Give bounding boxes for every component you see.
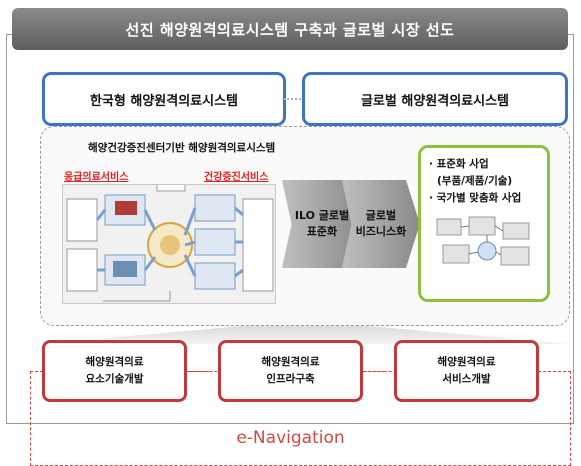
global-system-box: 글로벌 해양원격의료시스템 [302, 72, 568, 126]
network-map-graphic [436, 216, 530, 266]
top-connector [284, 98, 304, 100]
system-diagram-image [62, 176, 276, 304]
bottom-link-1 [187, 371, 209, 372]
element-technology-box: 해양원격의료 요소기술개발 [42, 340, 187, 402]
e-navigation-label: e-Navigation [236, 428, 345, 448]
global-system-label: 글로벌 해양원격의료시스템 [360, 93, 510, 109]
korean-system-label: 한국형 해양원격의료시스템 [89, 93, 239, 109]
system-diagram-graphic [66, 176, 274, 302]
center-heading: 해양건강증진센터기반 해양원격의료시스템 [88, 142, 276, 154]
element-technology-line1: 해양원격의료 [85, 356, 144, 368]
service-development-line1: 해양원격의료 [437, 356, 496, 368]
customization-item: · 국가별 맞춤화 사업 [429, 192, 522, 204]
business-outcome-box: · 표준화 사업 (부품/제품/기술) · 국가별 맞춤화 사업 [418, 145, 550, 302]
arrow2-line2: 비즈니스화 [355, 225, 407, 238]
element-technology-line2: 요소기술개발 [85, 373, 144, 385]
infrastructure-line1: 해양원격의료 [261, 356, 320, 368]
korean-system-box: 한국형 해양원격의료시스템 [42, 72, 286, 126]
service-development-box: 해양원격의료 서비스개발 [394, 340, 539, 402]
title-banner: 선진 해양원격의료시스템 구축과 글로벌 시장 선도 [12, 8, 568, 50]
global-business-arrow: 글로벌 비즈니스화 [342, 180, 420, 268]
standardization-item: · 표준화 사업 [429, 158, 489, 170]
standardization-detail: (부품/제품/기술) [437, 175, 513, 187]
title-text: 선진 해양원격의료시스템 구축과 글로벌 시장 선도 [125, 20, 455, 39]
arrow1-line2: 표준화 [306, 225, 338, 238]
infrastructure-box: 해양원격의료 인프라구축 [218, 340, 363, 402]
bottom-link-2 [363, 371, 385, 372]
arrow1-line1: ILO 글로벌 [294, 209, 350, 222]
infrastructure-line2: 인프라구축 [266, 373, 315, 385]
arrow2-line1: 글로벌 [365, 209, 397, 222]
emergency-service-label: 응급의료서비스 [64, 172, 129, 183]
service-development-line2: 서비스개발 [442, 373, 491, 385]
health-promotion-label: 건강증진서비스 [204, 172, 269, 183]
